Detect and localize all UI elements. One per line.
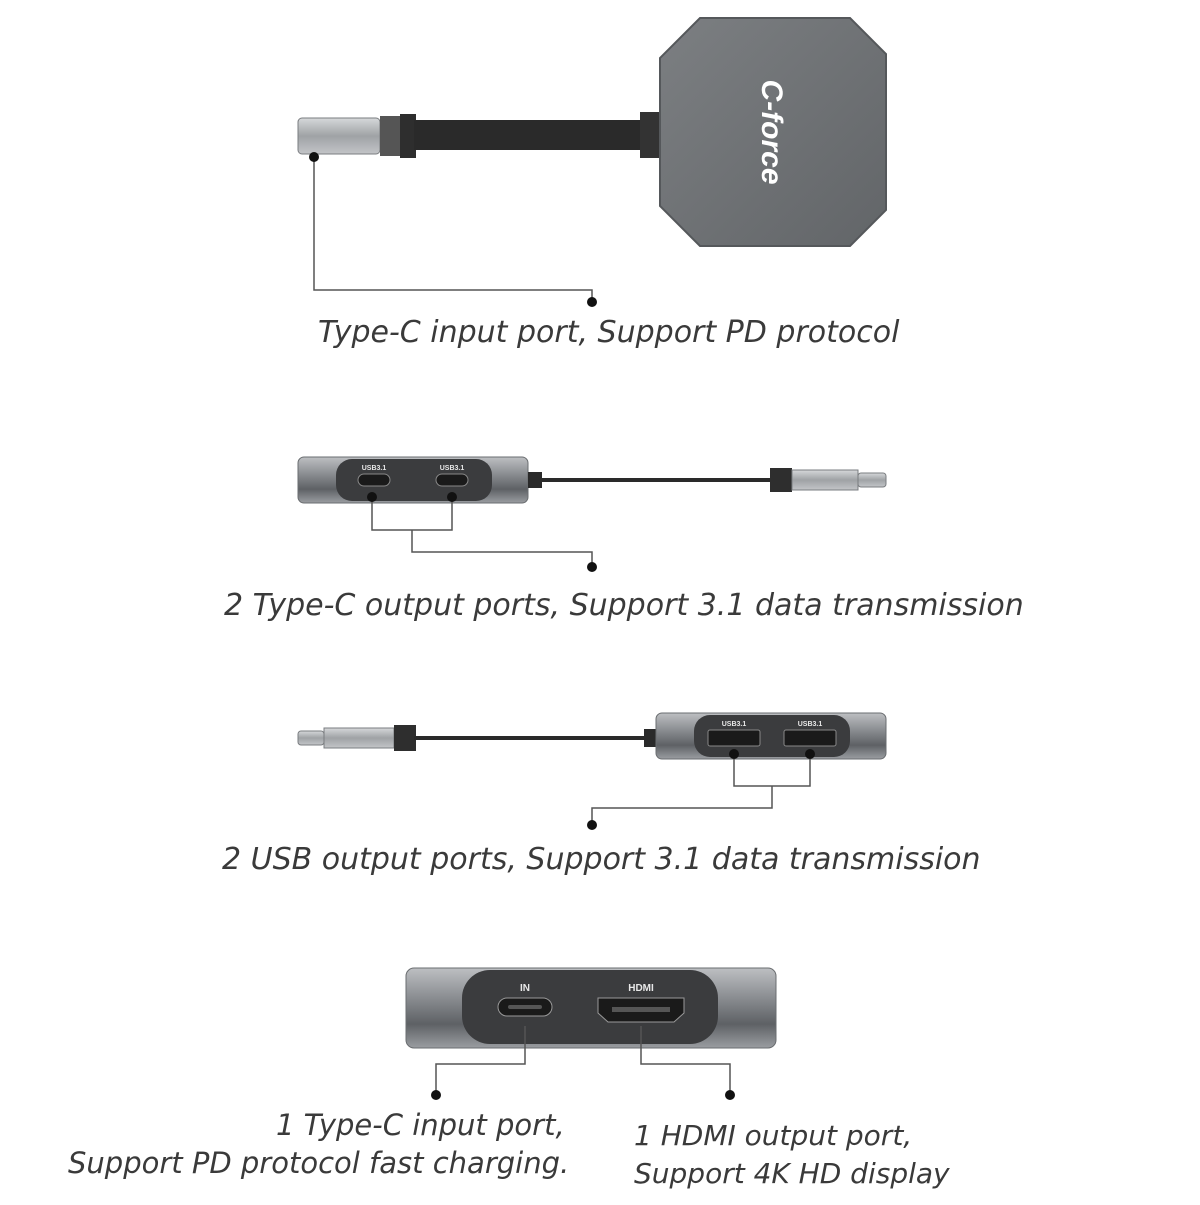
port-label: HDMI — [628, 983, 654, 994]
port-label: USB3.1 — [798, 721, 823, 728]
plug-strain-relief — [400, 114, 416, 158]
callout-dot-icon — [729, 749, 739, 759]
callout-dot-icon — [447, 492, 457, 502]
plug-collar — [380, 116, 402, 156]
section-2-device: USB3.1 USB3.1 — [297, 456, 887, 572]
section-3-device: USB3.1 USB3.1 — [297, 712, 887, 830]
callout-dot-icon — [587, 562, 597, 572]
cable-joint — [640, 112, 660, 158]
usb-c-plug-icon — [297, 730, 325, 746]
port-panel — [462, 970, 718, 1044]
section-1-device: C-force — [297, 17, 887, 307]
callout-1 — [313, 157, 593, 302]
plug-housing — [791, 469, 859, 491]
callout-dot-icon — [587, 297, 597, 307]
callout-dot-icon — [431, 1090, 441, 1100]
caption-hdmi-line2: Support 4K HD display — [634, 1157, 950, 1190]
usb-c-plug-icon — [857, 472, 887, 488]
usb-c-plug-icon — [297, 117, 381, 155]
round-cable — [414, 736, 648, 740]
square-hub-body — [659, 17, 887, 247]
usb-a-port-icon — [707, 729, 761, 747]
callout-dot-icon — [367, 492, 377, 502]
port-label: USB3.1 — [440, 465, 465, 472]
caption-hdmi-line1: 1 HDMI output port, — [634, 1119, 913, 1152]
usb-a-port-icon — [783, 729, 837, 747]
flat-cable — [414, 120, 650, 150]
caption-type-c-outputs: 2 Type-C output ports, Support 3.1 data … — [224, 588, 1024, 623]
caption-usb-outputs: 2 USB output ports, Support 3.1 data tra… — [222, 842, 981, 877]
usb-c-port-icon — [357, 473, 391, 487]
plug-housing — [323, 727, 395, 749]
port-panel — [336, 459, 492, 501]
plug-strain-relief — [770, 468, 792, 492]
callout-2 — [371, 497, 593, 566]
section-4-device: IN HDMI — [405, 967, 777, 1100]
callout-dot-icon — [805, 749, 815, 759]
caption-type-c-input: Type-C input port, Support PD protocol — [318, 315, 900, 350]
usb-c-port-icon — [435, 473, 469, 487]
callout-dot-icon — [587, 820, 597, 830]
round-cable — [540, 478, 772, 482]
port-label: IN — [520, 983, 530, 994]
caption-in-port-line1: 1 Type-C input port, — [276, 1108, 565, 1142]
port-label: USB3.1 — [362, 465, 387, 472]
callout-3 — [591, 754, 811, 822]
cable-joint — [644, 729, 658, 747]
caption-in-port-line2: Support PD protocol fast charging. — [68, 1146, 570, 1180]
callout-4 — [435, 1026, 731, 1094]
callout-dot-icon — [725, 1090, 735, 1100]
plug-strain-relief — [394, 725, 416, 751]
port-label: USB3.1 — [722, 721, 747, 728]
cable-joint — [528, 472, 542, 488]
callout-dot-icon — [309, 152, 319, 162]
brand-logo: C-force — [755, 79, 788, 184]
